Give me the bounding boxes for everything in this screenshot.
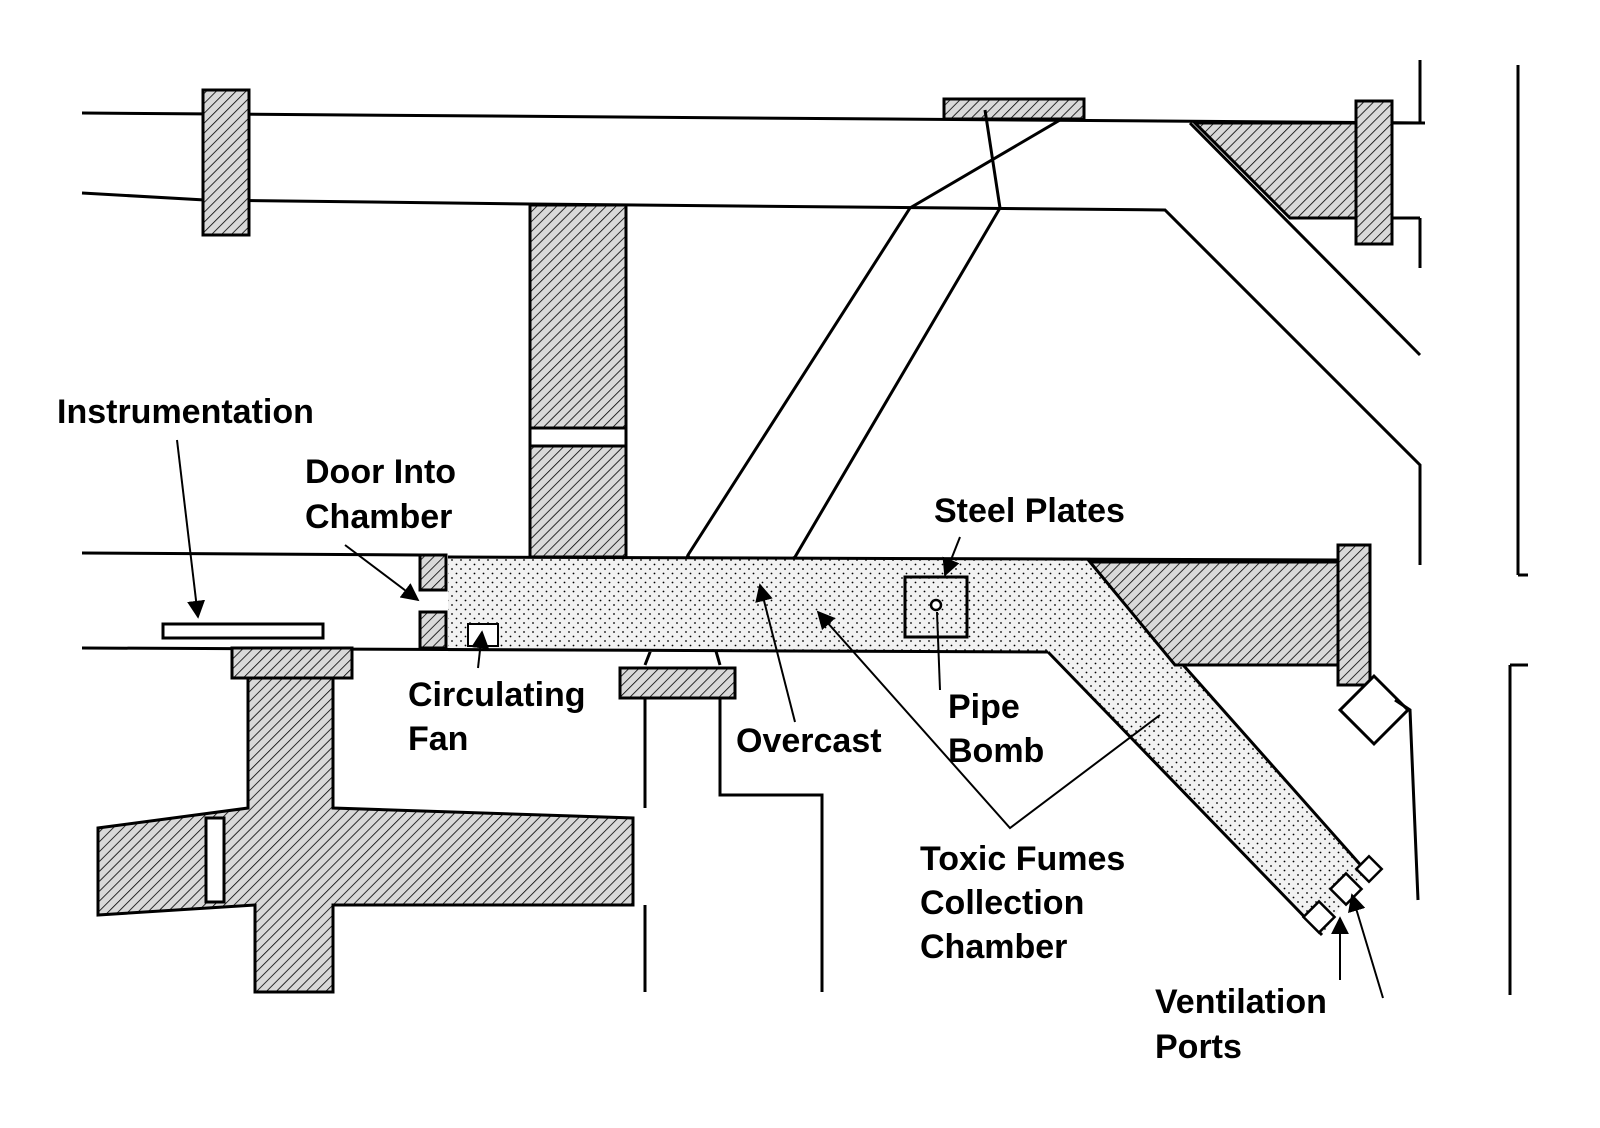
label-fan-line2: Fan [408,720,468,758]
stopping-right [1336,543,1372,687]
label-door-line2: Chamber [305,498,452,536]
label-toxic-line3: Chamber [920,928,1067,966]
label-toxic-line1: Toxic Fumes [920,840,1125,878]
stopping-top-right [1354,99,1394,246]
leader-lines [176,439,1384,999]
label-vent-line1: Ventilation [1155,983,1327,1021]
label-steel-plates: Steel Plates [934,492,1125,530]
label-pipe-line2: Bomb [948,732,1044,770]
lower-pillar [96,676,635,994]
vertical-stopping [528,203,628,559]
door-into-chamber-upper [418,553,448,592]
top-entry [81,60,1426,565]
label-pipe-line1: Pipe [948,688,1020,726]
label-toxic-line2: Collection [920,884,1084,922]
label-door-line1: Door Into [305,453,456,491]
lower-pillar-cap [230,646,354,680]
door-into-chamber-lower [418,610,448,650]
circulating-fan [467,623,499,647]
label-vent-line2: Ports [1155,1028,1242,1066]
pipe-bomb [929,598,943,612]
label-fan-line1: Circulating [408,676,586,714]
steel-plates [903,575,969,639]
stopping-top-left [201,88,251,237]
lower-entries [643,698,824,992]
overcast-top-plate [942,97,1086,121]
label-instrumentation: Instrumentation [57,393,314,431]
ventilation-ports [1301,854,1384,935]
stopping-top-right-wedge [1191,121,1362,220]
overcast-bottom-plate [618,666,737,700]
label-overcast: Overcast [736,722,882,760]
instrumentation-bar [161,622,325,640]
